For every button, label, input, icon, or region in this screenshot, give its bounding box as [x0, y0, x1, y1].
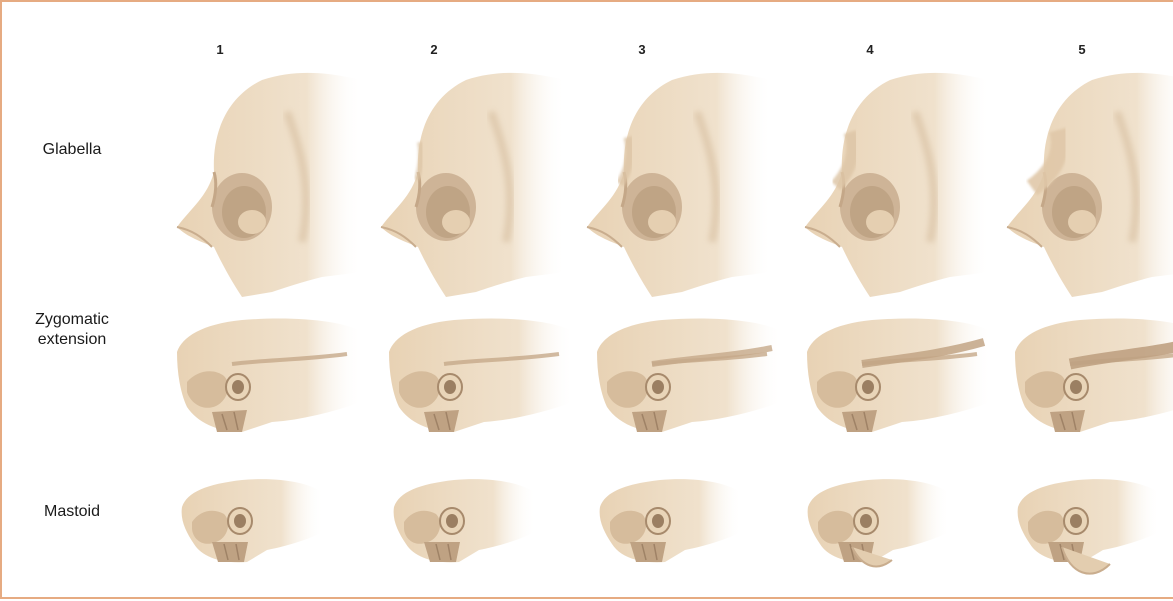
glabella-grade-2 — [381, 73, 566, 297]
mastoid-grade-1 — [182, 479, 324, 562]
zygomatic-grade-5 — [1015, 319, 1173, 433]
glabella-grade-3 — [587, 73, 772, 297]
zygomatic-grade-3 — [597, 319, 782, 433]
zygomatic-grade-2 — [389, 319, 574, 433]
mastoid-grade-3 — [600, 479, 742, 562]
mastoid-grade-5 — [1018, 479, 1160, 574]
zygomatic-grade-1 — [177, 319, 362, 433]
mastoid-grade-4 — [808, 479, 950, 566]
zygomatic-grade-4 — [807, 319, 992, 433]
glabella-grade-1 — [177, 73, 362, 297]
glabella-grade-5 — [1007, 73, 1173, 297]
mastoid-grade-2 — [394, 479, 536, 562]
glabella-grade-4 — [805, 73, 990, 297]
